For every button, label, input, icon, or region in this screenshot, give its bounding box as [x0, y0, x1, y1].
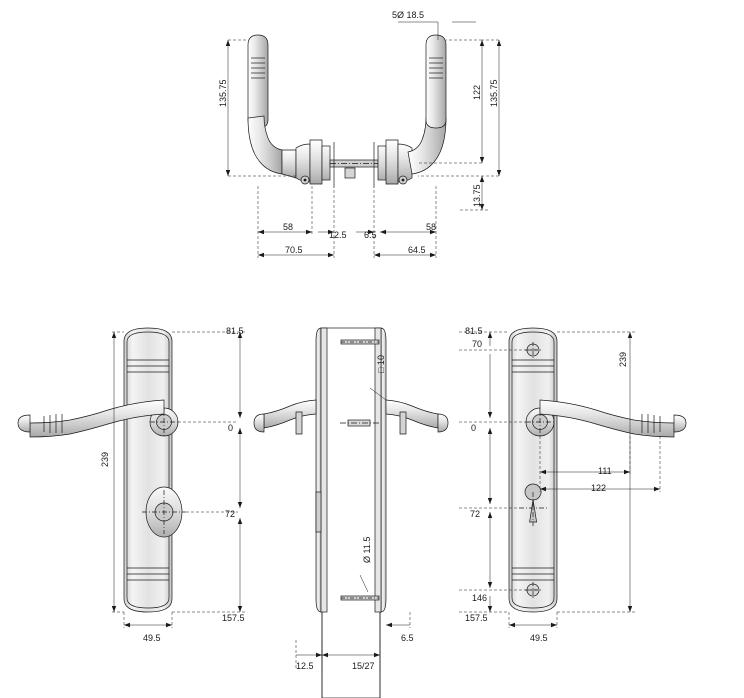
front-view-left-geometry	[17, 327, 186, 613]
dim-dia-115: Ø 11.5	[362, 536, 372, 563]
dim-zero-right: 0	[471, 423, 477, 433]
front-view-right-dimensions	[459, 331, 661, 628]
dim-handle-height-right-122: 122	[472, 84, 482, 100]
dim-70-right: 70	[472, 339, 483, 349]
dim-58-left: 58	[283, 222, 294, 232]
dim-handle-height-left: 135.75	[218, 79, 228, 107]
dim-111: 111	[598, 466, 612, 476]
dim-15-27: 15/27	[352, 661, 375, 671]
dim-239-right: 239	[618, 351, 628, 367]
dim-645: 64.5	[408, 245, 426, 255]
side-section-view-geometry	[253, 327, 449, 698]
side-section-dimensions	[295, 387, 411, 668]
dim-125-side: 12.5	[296, 661, 314, 671]
dim-815-right: 81.5	[465, 326, 483, 336]
dim-239-left: 239	[100, 451, 110, 467]
dim-815-left: 81.5	[226, 326, 244, 336]
dim-1575-left: 157.5	[222, 613, 245, 623]
dim-handle-height-right-13575: 135.75	[489, 79, 499, 107]
top-view-geometry	[247, 34, 447, 188]
dim-zero-left: 0	[228, 423, 234, 433]
dim-122: 122	[591, 483, 607, 493]
dim-1575-right: 157.5	[465, 613, 488, 623]
front-view-right-geometry	[508, 327, 687, 613]
dim-65: 6.5	[364, 230, 377, 240]
dim-65-side: 6.5	[401, 633, 414, 643]
dim-hole-diameter: 5Ø 18.5	[392, 10, 425, 20]
dim-495-right: 49.5	[530, 633, 548, 643]
front-view-left-dimensions	[111, 331, 246, 628]
dim-offset-1375: 13.75	[472, 184, 482, 207]
dim-495-left: 49.5	[143, 633, 161, 643]
dim-705: 70.5	[285, 245, 303, 255]
dim-58-right: 58	[426, 222, 437, 232]
dim-square-10: □ 10	[376, 355, 386, 373]
dim-125: 12.5	[329, 230, 347, 240]
dim-72-left: 72	[225, 509, 236, 519]
top-view-dimensions	[225, 21, 502, 258]
dim-146: 146	[472, 593, 488, 603]
dim-72-right: 72	[470, 509, 481, 519]
